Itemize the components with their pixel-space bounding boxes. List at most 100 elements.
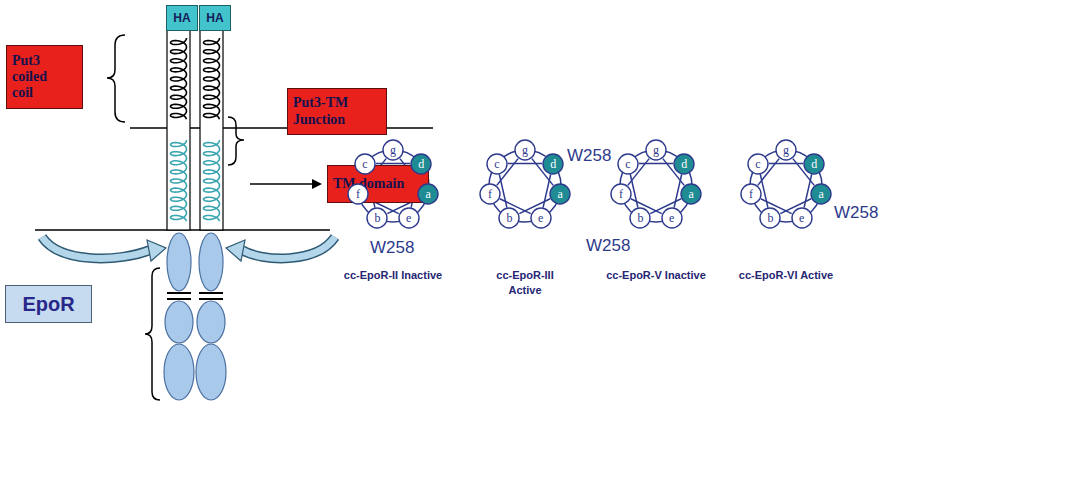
heptad-position: d [803,153,825,175]
circle-shape [531,208,551,228]
residue-label: W258 [567,146,611,166]
circle-shape [748,154,768,174]
heptad-position: e [791,207,813,229]
rotation-arrow [226,237,335,261]
heptad-position: g [382,139,404,161]
heptad-position: b [366,207,388,229]
node-text: d [550,158,556,170]
heptad-position: a [417,183,439,205]
node-text: g [783,144,789,156]
heptad-position: e [398,207,420,229]
wheel-link [674,174,682,207]
node-text: a [688,188,693,200]
rotation-arrow-outline [242,237,335,258]
heptad-position: g [775,139,797,161]
receptor-domain [165,301,193,343]
label-box: Put3-TM Junction [287,88,387,135]
rotation-arrow [42,237,166,261]
brace [228,117,244,165]
circle-shape [399,208,419,228]
heptad-position: f [347,183,369,205]
node-text: EpoR [22,293,74,316]
node-text: b [506,212,512,224]
construct-caption: cc-EpoR-III Active [496,268,554,298]
wheel-link [804,174,812,207]
node-text: HA [206,11,223,25]
circle-shape [811,184,831,204]
node-text: TM domain [333,176,404,192]
construct-caption: cc-EpoR-VI Active [726,268,846,283]
circle-shape [804,154,824,174]
receptor-domain [199,233,223,291]
circle-shape [792,208,812,228]
coil [204,38,220,119]
heptad-position: d [673,153,695,175]
receptor-domain [196,344,226,400]
label-box: Put3 coiled coil [6,45,83,109]
residue-label: W258 [370,238,414,258]
circle-shape [487,154,507,174]
heptad-position: d [410,153,432,175]
node-text: f [356,188,360,200]
brace [145,268,160,400]
heptad-position: c [354,153,376,175]
circle-shape [550,184,570,204]
node-text: f [619,188,623,200]
circle-shape [411,154,431,174]
bar [167,298,191,300]
circle-shape [480,184,500,204]
circle-shape [760,208,780,228]
node-text: HA [173,11,190,25]
bar [199,292,223,294]
circle-shape [630,208,650,228]
node-text: f [488,188,492,200]
rotation-arrow-body [242,237,335,258]
residue-label: W258 [586,236,630,256]
disulfide-bars [167,293,223,299]
rotation-arrow-body [42,237,150,258]
circle-shape [618,154,638,174]
label-box: EpoR [5,285,92,323]
pointer-arrow [250,183,312,185]
node-text: c [625,158,630,170]
rotation-arrow-head [147,240,166,261]
node-text: e [538,212,543,224]
heptad-position: b [759,207,781,229]
circle-shape [662,208,682,228]
heptad-position: c [747,153,769,175]
construct-caption: cc-EpoR-V Inactive [596,268,716,283]
wheel-link [543,174,551,207]
circle-shape [367,208,387,228]
circle-shape [741,184,761,204]
heptad-position: f [740,183,762,205]
node-text: c [362,158,367,170]
heptad-position: f [610,183,632,205]
node-text: b [767,212,773,224]
circle-shape [776,140,796,160]
heptad-position: f [479,183,501,205]
circle-shape [674,154,694,174]
node-text: a [557,188,562,200]
rotation-arrow-outline [42,237,150,258]
heptad-position: b [498,207,520,229]
node-text: d [681,158,687,170]
node-text: c [494,158,499,170]
circle-shape [543,154,563,174]
circle-shape [646,140,666,160]
node-text: e [799,212,804,224]
wheel-link [630,174,638,207]
circle-shape [383,140,403,160]
heptad-position: d [542,153,564,175]
bar [167,292,191,294]
residue-label: W258 [834,203,878,223]
receptor-domain [197,301,225,343]
circle-shape [348,184,368,204]
helix-bar [167,30,190,230]
membrane [35,128,433,230]
heptad-position: c [617,153,639,175]
brace [107,35,125,122]
receptor-domain [167,233,191,291]
